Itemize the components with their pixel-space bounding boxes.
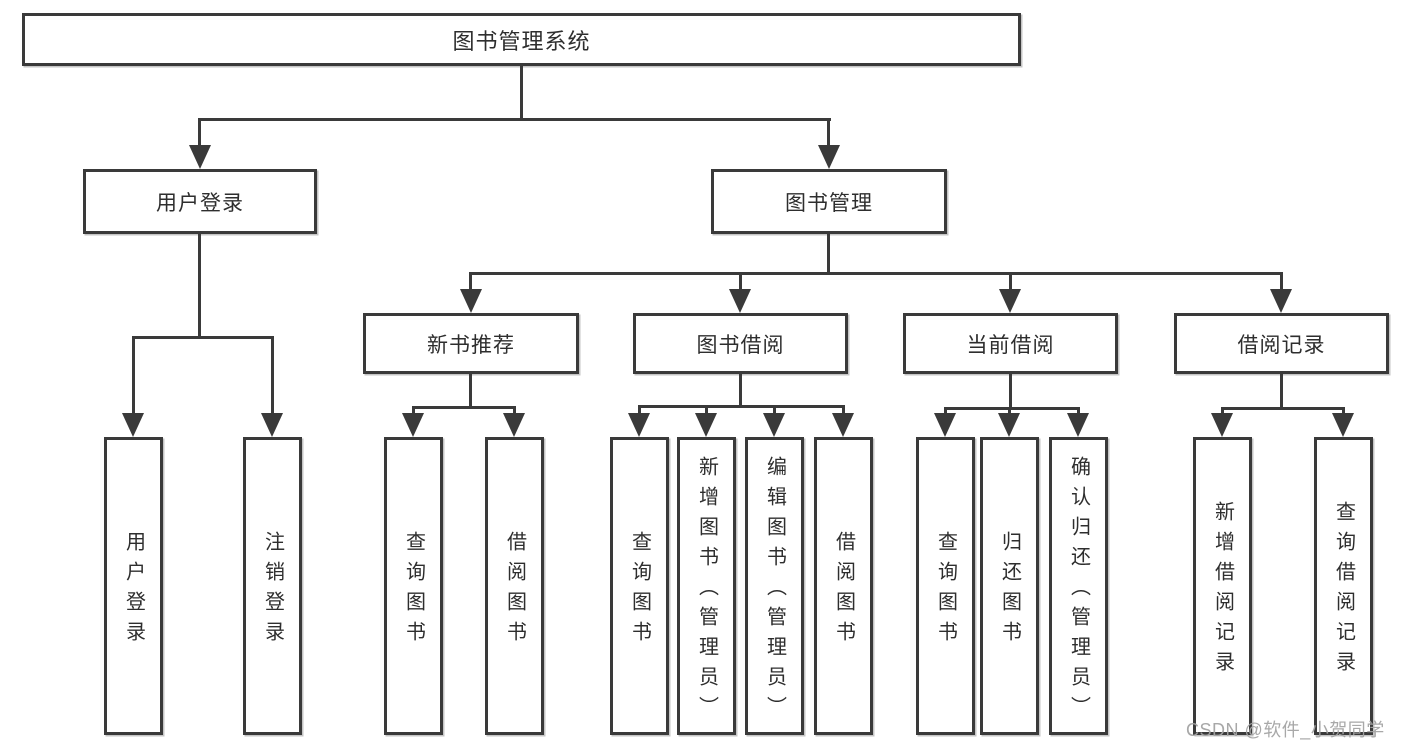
connector-segment — [1221, 407, 1345, 410]
node-current-confirm-return-admin: 确认归还（管理员） — [1049, 437, 1108, 735]
node-recommend-borrow-books-label: 借阅图书 — [503, 531, 526, 651]
node-borrow-edit-books-admin-label: 编辑图书（管理员） — [763, 456, 786, 726]
connector-segment — [842, 405, 845, 415]
node-borrow-edit-books-admin: 编辑图书（管理员） — [745, 437, 804, 735]
connector-segment — [1342, 407, 1345, 415]
connector-arrowhead — [189, 145, 211, 169]
connector-segment — [198, 118, 831, 121]
node-user-login-label: 用户登录 — [156, 191, 244, 215]
connector-segment — [944, 407, 947, 415]
node-system-root: 图书管理系统 — [22, 13, 1021, 66]
node-book-borrow-label: 图书借阅 — [696, 333, 785, 357]
connector-arrowhead — [460, 289, 482, 313]
connector-arrowhead — [729, 289, 751, 313]
connector-arrowhead — [503, 413, 525, 437]
node-borrow-borrow-books-label: 借阅图书 — [832, 531, 855, 651]
connector-segment — [1221, 407, 1224, 415]
node-records-add-record-label: 新增借阅记录 — [1211, 501, 1234, 681]
node-current-confirm-return-admin-label: 确认归还（管理员） — [1067, 456, 1090, 726]
connector-segment — [1280, 272, 1283, 291]
node-records-query-record-label: 查询借阅记录 — [1332, 501, 1355, 681]
node-current-borrow-label: 当前借阅 — [966, 333, 1055, 357]
connector-segment — [827, 118, 830, 147]
connector-segment — [469, 374, 472, 406]
connector-segment — [827, 234, 830, 272]
connector-segment — [271, 336, 274, 415]
connector-segment — [520, 66, 523, 118]
connector-segment — [469, 272, 472, 291]
node-recommend-query-books-label: 查询图书 — [402, 531, 425, 651]
connector-arrowhead — [832, 413, 854, 437]
connector-segment — [739, 374, 742, 405]
connector-segment — [412, 406, 516, 409]
connector-arrowhead — [998, 413, 1020, 437]
connector-segment — [469, 272, 1283, 275]
connector-arrowhead — [1211, 413, 1233, 437]
connector-segment — [132, 336, 274, 339]
connector-arrowhead — [1067, 413, 1089, 437]
node-new-book-recommend: 新书推荐 — [363, 313, 579, 374]
node-book-management: 图书管理 — [711, 169, 947, 234]
node-borrow-query-books: 查询图书 — [610, 437, 669, 735]
watermark: CSDN @软件_小贺同学 — [1186, 720, 1385, 740]
connector-segment — [1009, 272, 1012, 291]
node-book-borrow: 图书借阅 — [633, 313, 848, 374]
connector-arrowhead — [818, 145, 840, 169]
connector-segment — [1280, 374, 1283, 407]
node-current-borrow: 当前借阅 — [903, 313, 1118, 374]
connector-arrowhead — [1332, 413, 1354, 437]
connector-arrowhead — [1270, 289, 1292, 313]
connector-arrowhead — [695, 413, 717, 437]
connector-arrowhead — [934, 413, 956, 437]
connector-segment — [705, 405, 708, 415]
node-user-login-action: 用户登录 — [104, 437, 163, 735]
connector-segment — [198, 234, 201, 336]
node-new-book-recommend-label: 新书推荐 — [427, 333, 515, 357]
node-current-query-books: 查询图书 — [916, 437, 975, 735]
node-user-login: 用户登录 — [83, 169, 317, 234]
connector-arrowhead — [261, 413, 283, 437]
connector-arrowhead — [122, 413, 144, 437]
node-recommend-borrow-books: 借阅图书 — [485, 437, 544, 735]
node-recommend-query-books: 查询图书 — [384, 437, 443, 735]
connector-segment — [1008, 407, 1011, 415]
connector-segment — [1009, 374, 1012, 407]
connector-segment — [944, 407, 1080, 410]
node-borrow-query-books-label: 查询图书 — [628, 531, 651, 651]
node-current-query-books-label: 查询图书 — [934, 531, 957, 651]
connector-arrowhead — [999, 289, 1021, 313]
connector-segment — [1077, 407, 1080, 415]
connector-segment — [198, 118, 201, 147]
connector-segment — [412, 406, 415, 415]
connector-segment — [638, 405, 845, 408]
node-records-query-record: 查询借阅记录 — [1314, 437, 1373, 735]
connector-segment — [773, 405, 776, 415]
node-records-add-record: 新增借阅记录 — [1193, 437, 1252, 735]
node-system-root-label: 图书管理系统 — [452, 28, 591, 54]
node-borrow-borrow-books: 借阅图书 — [814, 437, 873, 735]
connector-segment — [739, 272, 742, 291]
connector-arrowhead — [402, 413, 424, 437]
node-borrow-records: 借阅记录 — [1174, 313, 1389, 374]
node-borrow-add-books-admin-label: 新增图书（管理员） — [695, 456, 718, 726]
connector-arrowhead — [628, 413, 650, 437]
connector-segment — [132, 336, 135, 415]
node-borrow-add-books-admin: 新增图书（管理员） — [677, 437, 736, 735]
node-user-login-action-label: 用户登录 — [122, 531, 145, 651]
node-logout-action: 注销登录 — [243, 437, 302, 735]
node-current-return-books-label: 归还图书 — [998, 531, 1021, 651]
connector-segment — [513, 406, 516, 415]
connector-segment — [638, 405, 641, 415]
node-logout-action-label: 注销登录 — [261, 531, 284, 651]
node-book-management-label: 图书管理 — [785, 191, 873, 215]
node-current-return-books: 归还图书 — [980, 437, 1039, 735]
connector-arrowhead — [763, 413, 785, 437]
node-borrow-records-label: 借阅记录 — [1237, 333, 1326, 357]
